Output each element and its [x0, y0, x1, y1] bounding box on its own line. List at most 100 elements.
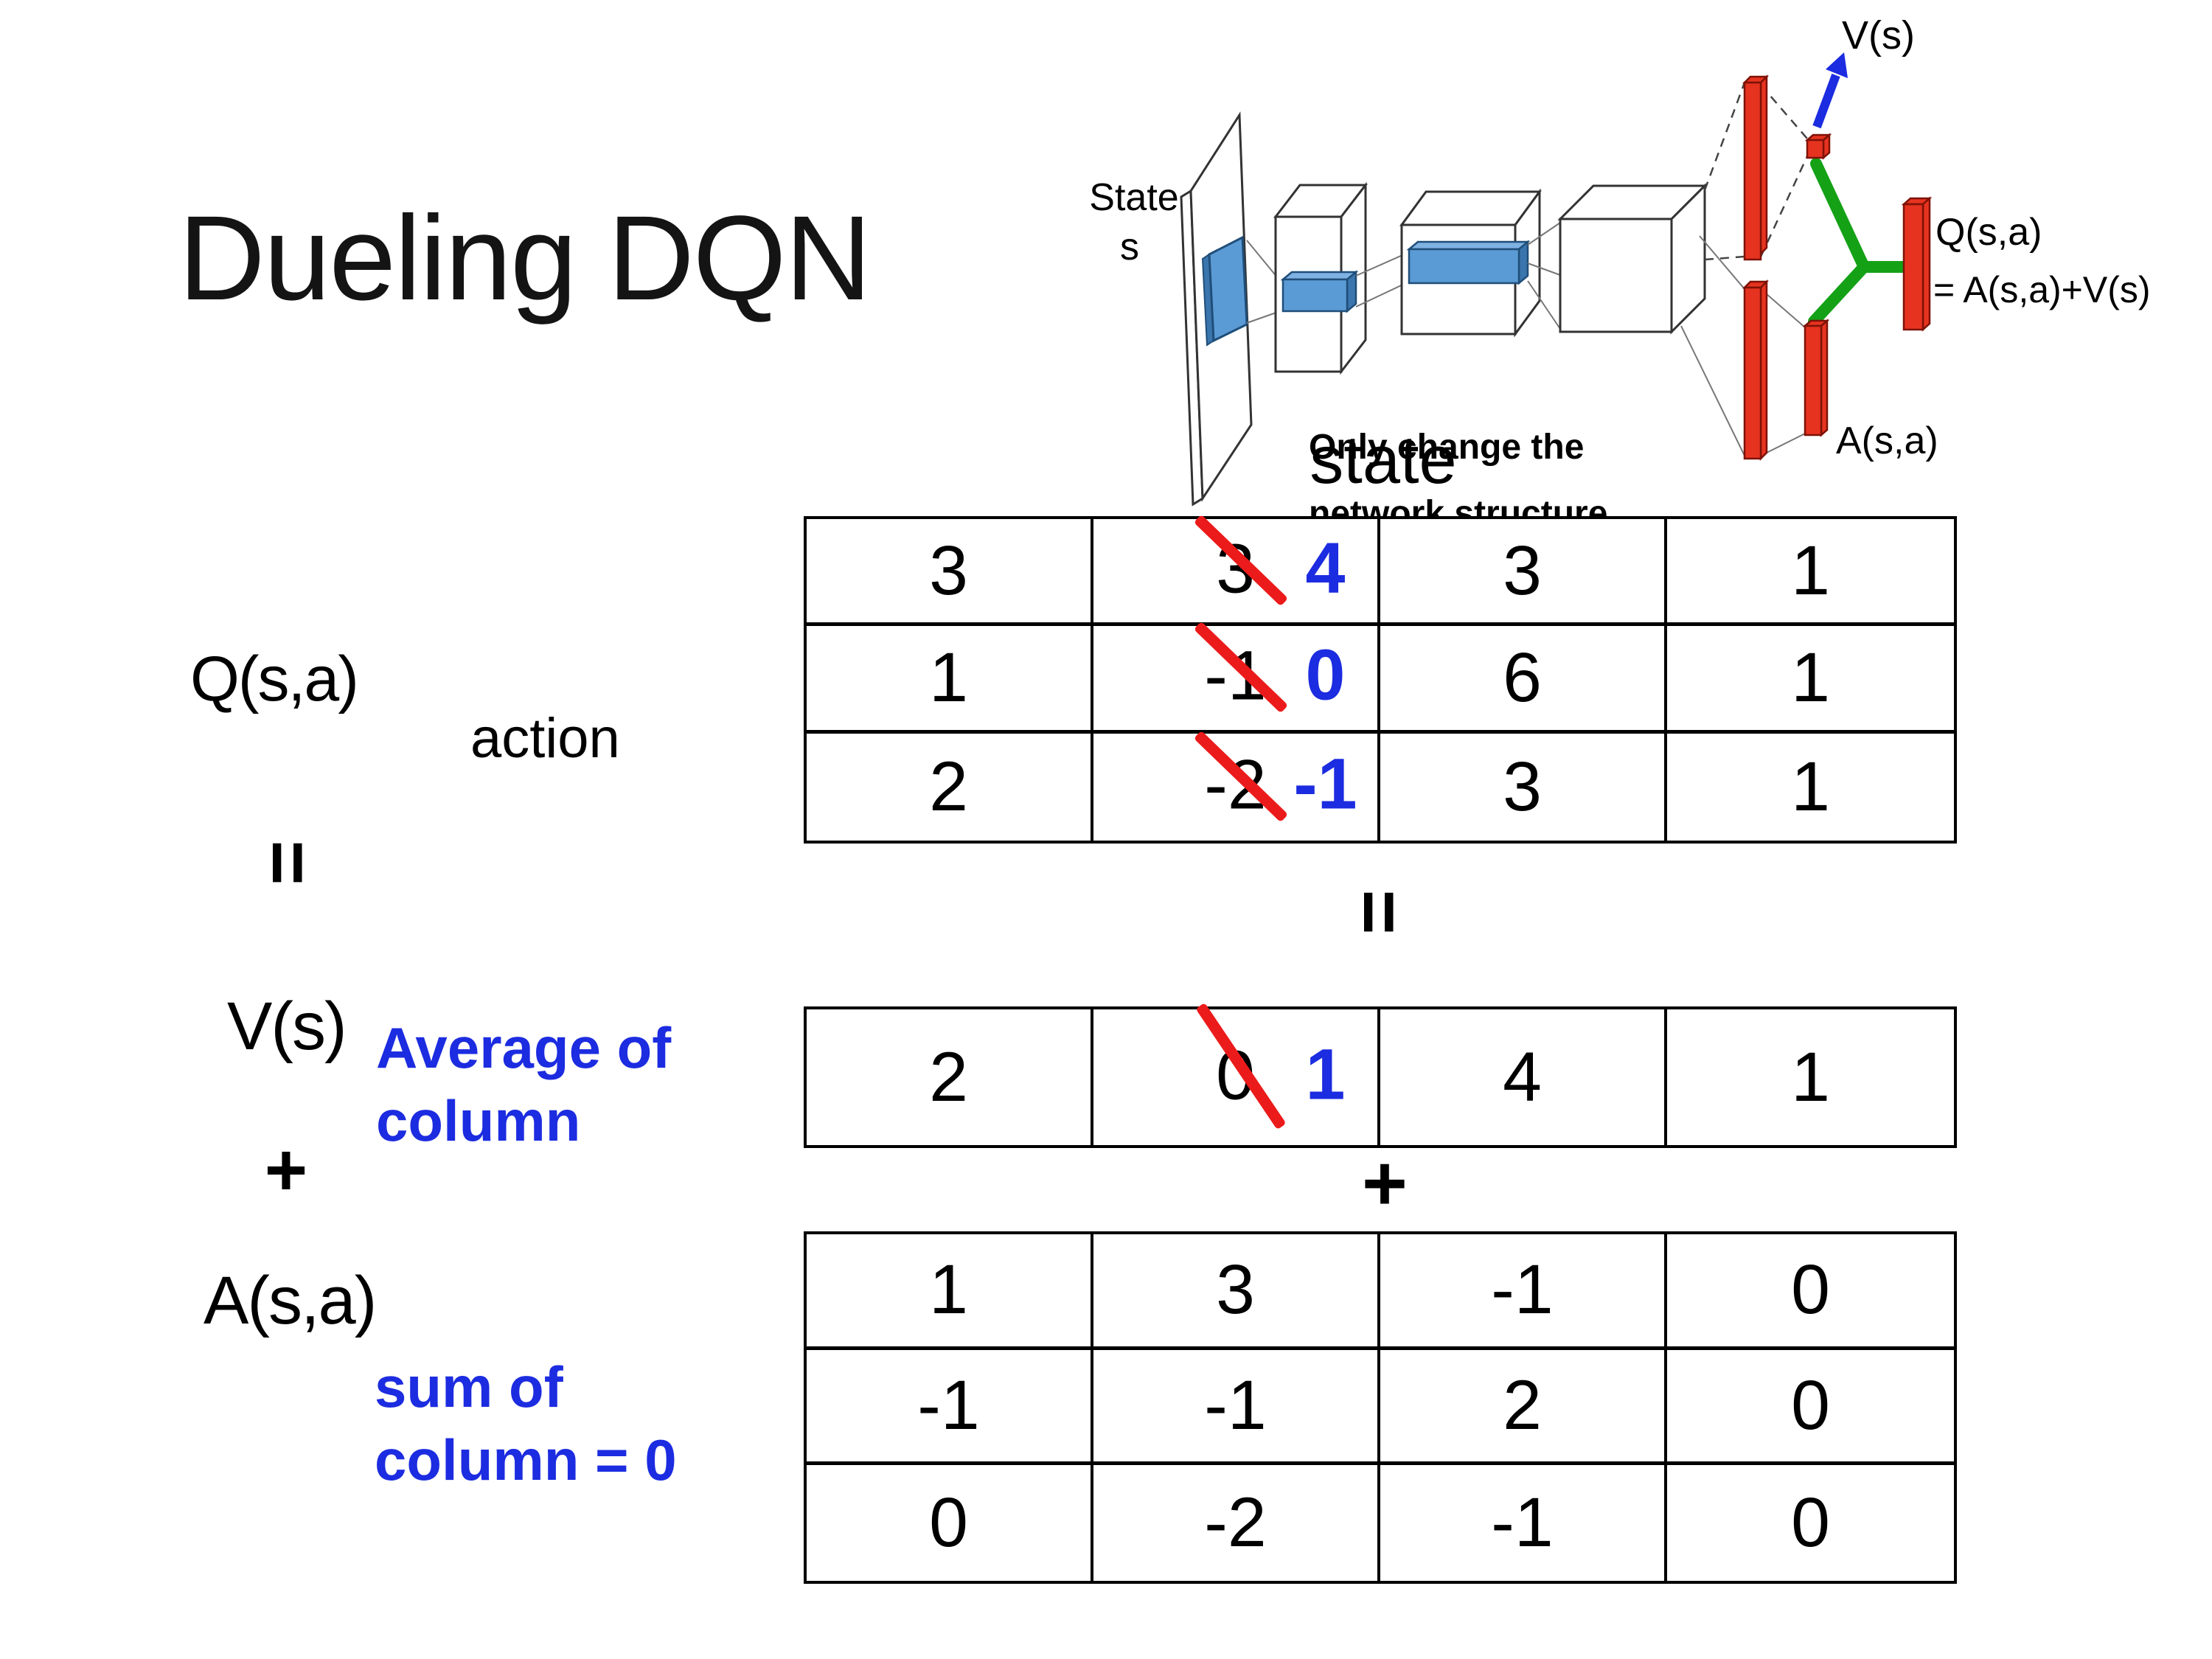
diagram-note-line1: Only change the	[1309, 428, 1584, 467]
q-output-label-line1: Q(s,a)	[1935, 211, 2042, 254]
v-value: 1	[1791, 1037, 1830, 1116]
action-axis-label: action	[470, 707, 620, 770]
value-stream-dashed-lines	[1703, 82, 1809, 261]
page-title: Dueling DQN	[178, 190, 872, 325]
advantage-vector-bar	[1802, 319, 1830, 437]
q-value: 1	[1791, 747, 1830, 826]
q-cell: 1	[1667, 734, 1954, 841]
q-new-value: 0	[1305, 635, 1346, 716]
advantage-output-label: A(s,a)	[1836, 420, 1938, 462]
state-input-label: State	[1089, 176, 1178, 219]
value-output-label: V(s)	[1842, 13, 1915, 58]
a-value: -1	[1204, 1366, 1267, 1444]
value-node	[1804, 133, 1832, 160]
q-value: 1	[1791, 638, 1830, 717]
q-cell: 3	[807, 519, 1093, 627]
q-value: 3	[929, 531, 968, 610]
a-cell: 1	[807, 1234, 1093, 1350]
v-cell: 1	[1667, 1009, 1954, 1145]
note-line: column = 0	[375, 1427, 677, 1492]
q-cell: 2	[807, 733, 1093, 841]
conv-filter-patch	[1201, 235, 1248, 347]
q-new-value: -1	[1293, 743, 1357, 824]
fc-bar-value-stream	[1742, 74, 1770, 261]
fc-bar-advantage-stream	[1742, 279, 1770, 462]
q-value: 3	[1503, 531, 1542, 610]
state-axis-label: state	[1310, 422, 1457, 498]
a-value: -2	[1204, 1484, 1267, 1562]
q-value: 3	[1503, 747, 1542, 826]
a-value: 1	[929, 1251, 968, 1329]
q-table: 3 3 4 3 1 1 -1 0 6 1 2 -2 -1 3 1	[804, 514, 1957, 844]
q-cell-crossed: -1 0	[1093, 622, 1380, 734]
a-cell: -1	[1380, 1465, 1667, 1581]
a-cell: 0	[1667, 1350, 1954, 1466]
a-value: -1	[917, 1366, 980, 1444]
a-value: 2	[1503, 1366, 1542, 1444]
q-cell-crossed: 3 4	[1093, 514, 1380, 627]
q-output-bar	[1901, 196, 1933, 332]
equation-a-label: A(s,a)	[204, 1263, 377, 1338]
equation-v-label: V(s)	[227, 989, 347, 1064]
projection-lines-3	[1527, 222, 1561, 330]
a-value: -1	[1491, 1251, 1554, 1329]
q-value: 1	[1791, 531, 1830, 610]
a-value: 3	[1216, 1251, 1255, 1329]
a-cell: 3	[1093, 1234, 1380, 1350]
v-table: 2 0 1 4 1	[804, 1002, 1957, 1148]
combine-connector	[1808, 158, 1911, 327]
a-cell: 0	[1667, 1465, 1954, 1581]
v-cell-crossed: 0 1	[1093, 1002, 1380, 1145]
projection-lines-2	[1355, 251, 1410, 307]
equals-glyph: =	[1336, 889, 1422, 935]
q-cell: 6	[1380, 626, 1667, 734]
v-value: 4	[1503, 1037, 1542, 1116]
a-table: 1 3 -1 0 -1 -1 2 0 0 -2 -1 0	[804, 1231, 1957, 1584]
v-cell: 2	[807, 1009, 1093, 1145]
q-value: 6	[1503, 638, 1542, 717]
a-cell: 2	[1380, 1349, 1667, 1466]
q-cell: 1	[1667, 519, 1954, 627]
equals-sign-left: =	[243, 818, 332, 907]
a-value: 0	[929, 1484, 968, 1562]
v-value: 2	[929, 1037, 968, 1116]
note-line: Average of	[376, 1015, 672, 1080]
v-new-value: 1	[1305, 1034, 1346, 1115]
feature-bar-2	[1406, 240, 1531, 285]
feature-bar-1	[1280, 270, 1359, 313]
a-cell: -2	[1093, 1465, 1380, 1581]
q-value: 1	[929, 638, 968, 717]
equals-glyph: =	[245, 840, 331, 886]
q-output-label-line2: = A(s,a)+V(s)	[1933, 269, 2151, 310]
plus-sign-left: +	[264, 1129, 308, 1211]
plus-sign-mid: +	[1362, 1140, 1408, 1227]
note-line: column	[376, 1088, 581, 1153]
equation-q-label: Q(s,a)	[190, 644, 359, 714]
q-cell: 1	[1667, 626, 1954, 734]
equals-sign-mid: =	[1335, 868, 1423, 956]
dueling-network-diagram: State s	[1089, 13, 2151, 533]
q-new-value: 4	[1305, 527, 1346, 608]
a-cell: -1	[1093, 1349, 1380, 1466]
state-input-s: s	[1120, 226, 1139, 268]
advantage-stream-lines	[1680, 235, 1806, 456]
a-cell: -1	[1380, 1234, 1667, 1350]
a-value: 0	[1791, 1366, 1830, 1444]
q-cell: 3	[1380, 519, 1667, 627]
a-value: 0	[1791, 1484, 1830, 1562]
q-value: 2	[929, 747, 968, 826]
a-cell: 0	[807, 1465, 1093, 1581]
a-value: -1	[1491, 1484, 1554, 1562]
a-value: 0	[1791, 1251, 1830, 1329]
q-cell-crossed: -2 -1	[1093, 730, 1380, 841]
value-arrow	[1812, 52, 1848, 129]
average-of-column-note: Average of column	[376, 1012, 671, 1158]
q-cell: 3	[1380, 733, 1667, 841]
q-cell: 1	[807, 626, 1093, 734]
v-cell: 4	[1380, 1009, 1667, 1145]
a-cell: -1	[807, 1349, 1093, 1466]
conv-box-3	[1557, 183, 1708, 335]
a-cell: 0	[1667, 1234, 1954, 1350]
